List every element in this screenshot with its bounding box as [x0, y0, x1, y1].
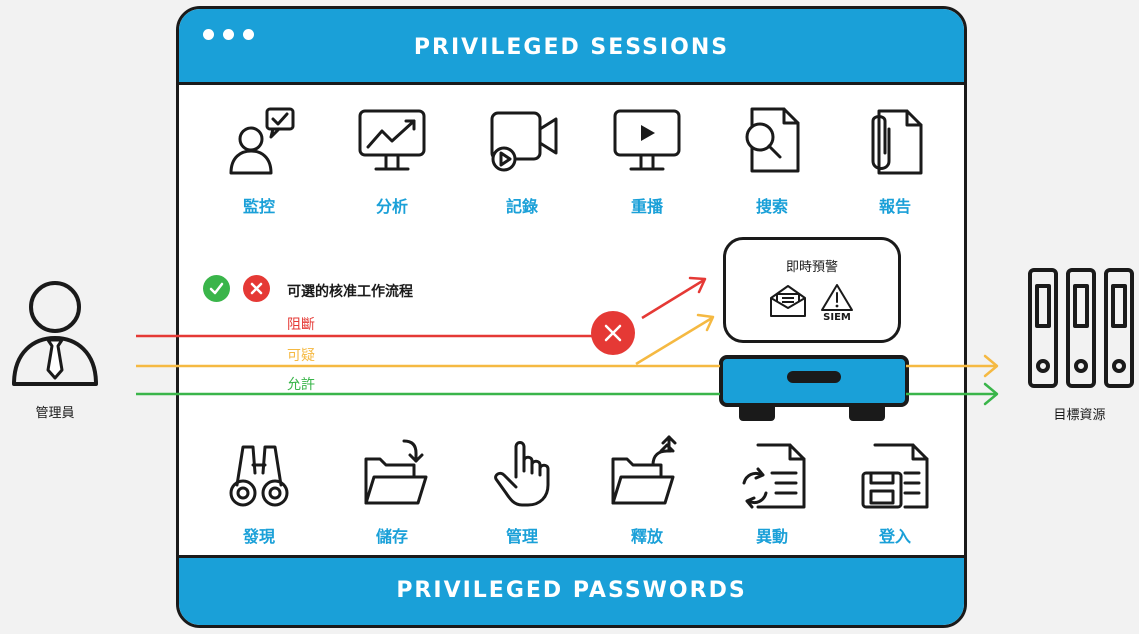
feature-label: 釋放: [630, 527, 663, 546]
session-feature-record: 記錄: [472, 105, 572, 225]
document-rotate-icon: [742, 443, 806, 509]
feature-label: 發現: [242, 527, 275, 546]
user-monitor-icon: [229, 107, 295, 175]
target-resources: 目標資源: [1020, 266, 1139, 426]
reject-icon: [243, 275, 270, 302]
session-feature-analyze: 分析: [342, 105, 442, 225]
session-feature-monitor: 監控: [209, 105, 309, 225]
session-feature-replay: 重播: [597, 105, 697, 225]
block-alert-arrowhead: [688, 276, 707, 294]
header-banner: PRIVILEGED SESSIONS: [179, 9, 964, 85]
feature-label: 報告: [878, 197, 911, 216]
feature-label: 登入: [878, 527, 911, 546]
alert-title: 即時預警: [785, 260, 838, 275]
close-icon: [250, 282, 263, 295]
feature-label: 重播: [630, 197, 663, 216]
block-stop-cross: [604, 324, 622, 342]
realtime-alert-box: 即時預警 SIEM: [723, 237, 901, 343]
replay-monitor-icon: [613, 109, 681, 171]
feature-label: 儲存: [375, 527, 408, 546]
siem-label: SIEM: [823, 312, 851, 323]
folder-store-icon: [364, 439, 428, 505]
lane-label-block: 阻斷: [287, 317, 315, 333]
footer-title: PRIVILEGED PASSWORDS: [396, 578, 747, 603]
suspicious-alert-arrow: [635, 316, 713, 366]
feature-label: 搜索: [755, 197, 788, 216]
password-feature-manage: 管理: [472, 437, 572, 557]
document-search-icon: [745, 107, 800, 173]
password-feature-discover: 發現: [209, 437, 309, 557]
session-feature-report: 報告: [845, 105, 945, 225]
feature-label: 記錄: [505, 197, 538, 216]
header-title: PRIVILEGED SESSIONS: [413, 35, 730, 60]
window-dot: [243, 29, 254, 40]
paperclip-report-icon: [871, 109, 923, 175]
admin-label: 管理員: [35, 406, 75, 421]
server-rack-icon: [1028, 268, 1134, 388]
lane-label-suspicious: 可疑: [287, 348, 315, 364]
suspicious-arrowhead: [983, 354, 999, 378]
video-record-icon: [490, 111, 558, 172]
check-icon: [209, 282, 224, 295]
password-feature-release: 釋放: [597, 435, 697, 557]
footer-banner: PRIVILEGED PASSWORDS: [179, 555, 964, 625]
binoculars-icon: [229, 445, 289, 507]
suspicious-alert-arrowhead: [696, 313, 715, 332]
hand-pointer-icon: [494, 441, 550, 507]
folder-release-icon: [611, 435, 677, 505]
device-slot: [787, 371, 841, 383]
password-feature-login: 登入: [845, 437, 945, 557]
password-feature-store: 儲存: [342, 437, 442, 557]
privileged-window: PRIVILEGED SESSIONS 監控 分析: [176, 6, 967, 628]
allow-arrowhead: [983, 382, 999, 406]
admin: 管理員: [0, 272, 110, 422]
feature-label: 監控: [242, 197, 275, 216]
admin-user-icon: [12, 281, 98, 386]
feature-label: 分析: [375, 197, 408, 216]
approve-icon: [203, 275, 230, 302]
gateway-device: [719, 355, 909, 421]
window-dot: [203, 29, 214, 40]
lane-label-allow: 允許: [287, 377, 315, 393]
warning-icon: [821, 284, 853, 311]
floppy-login-icon: [861, 443, 929, 509]
window-dot: [223, 29, 234, 40]
workflow-label: 可選的核准工作流程: [287, 284, 413, 300]
password-feature-change: 異動: [722, 437, 822, 557]
target-label: 目標資源: [1053, 408, 1106, 423]
analytics-chart-icon: [358, 109, 426, 171]
session-feature-search: 搜索: [722, 105, 822, 225]
mail-icon: [770, 285, 806, 317]
feature-label: 異動: [755, 527, 788, 546]
feature-label: 管理: [505, 527, 538, 546]
block-alert-arrow: [641, 278, 705, 320]
